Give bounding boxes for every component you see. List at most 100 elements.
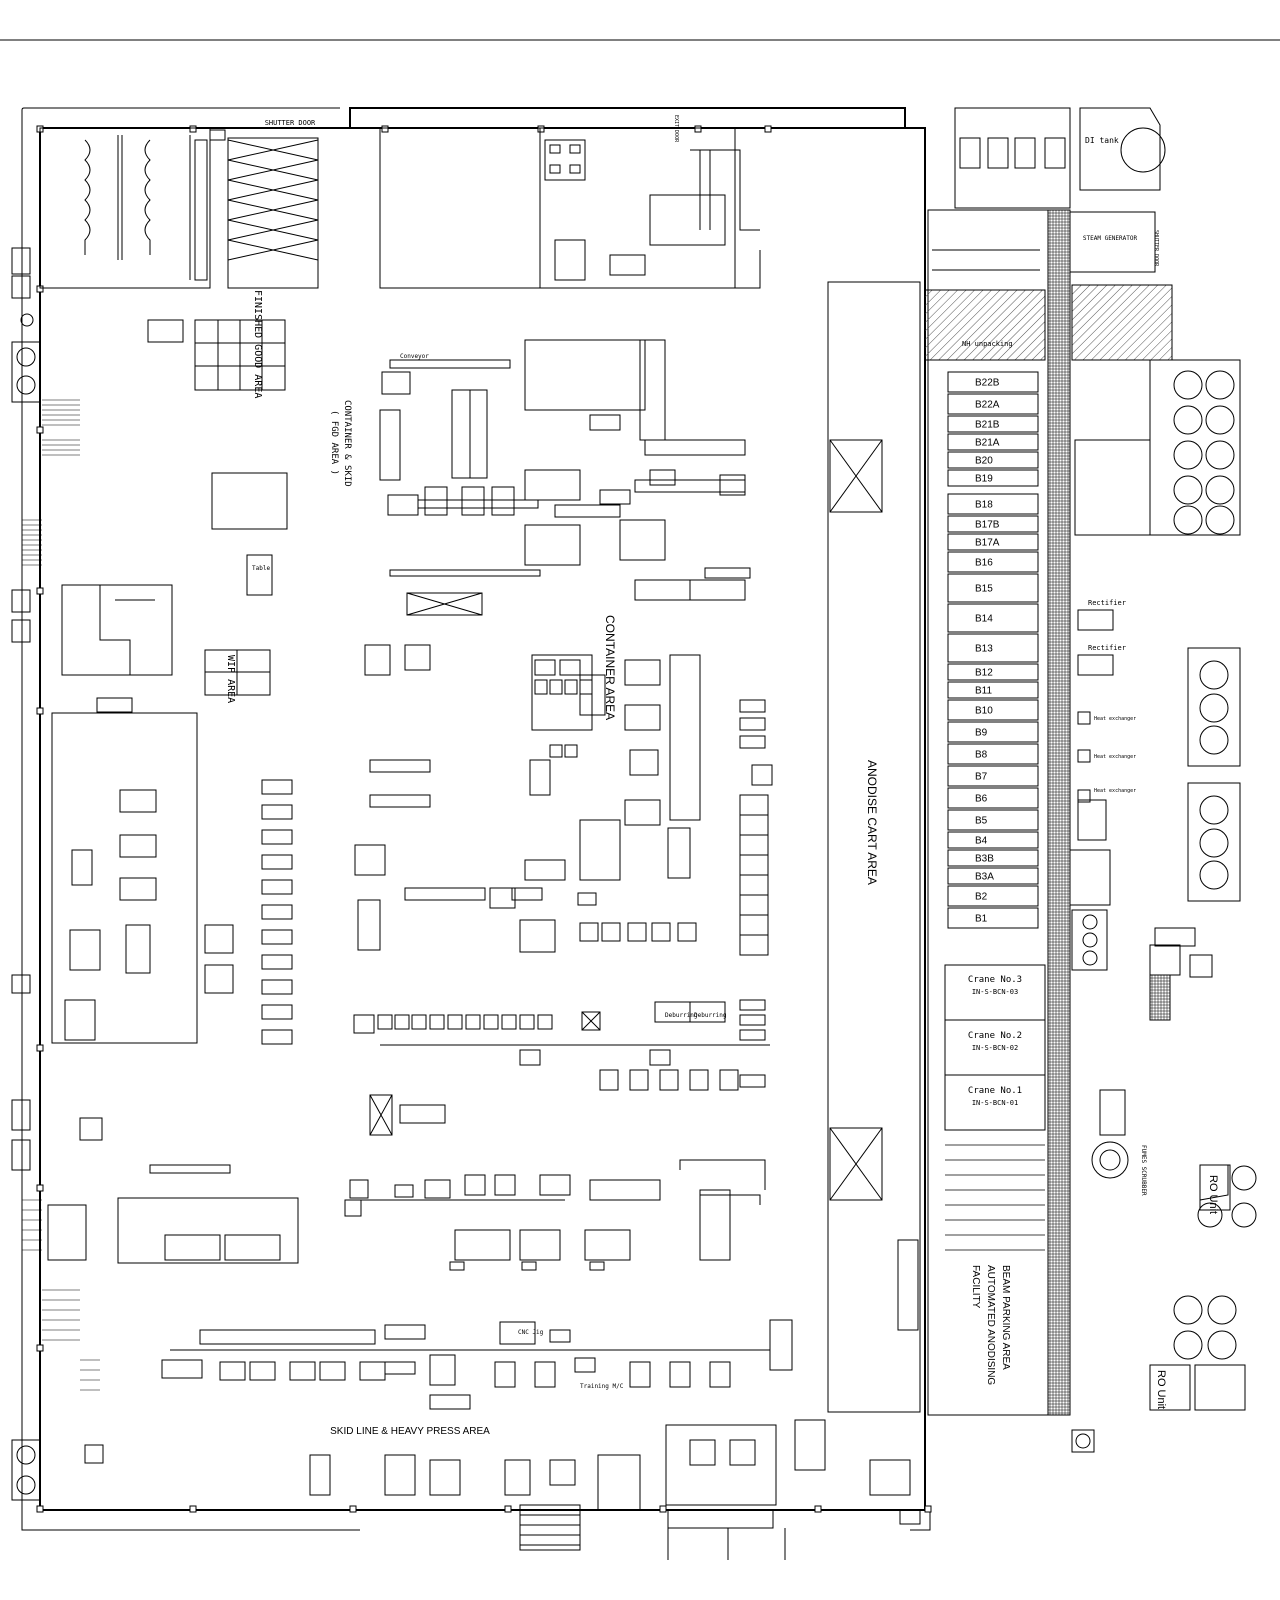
bay-label: B6: [975, 794, 988, 805]
bay-b2: [947, 885, 1039, 907]
bay-b1: [947, 907, 1039, 929]
left-work-areas: [47, 319, 299, 1264]
rectifiers: [1069, 609, 1114, 971]
training-mc-label: Training M/C: [580, 1383, 624, 1390]
shutter-door-top-label: SHUTTER DOOR: [265, 119, 316, 127]
bay-label: B14: [975, 614, 993, 625]
anodise-cart-zone: [827, 281, 921, 1413]
building-outline: [21, 107, 931, 1531]
bay-label: B3B: [975, 854, 994, 865]
top-right-equipment: [954, 107, 1166, 273]
bay-label: B16: [975, 558, 993, 569]
heat-exchanger-3-label: Heat exchanger: [1094, 788, 1136, 794]
bay-b20: [947, 451, 1039, 469]
bay-b7: [947, 765, 1039, 787]
bay-label: B19: [975, 474, 993, 485]
storage-racks: [39, 127, 226, 289]
deburring-2-label: Deburring: [694, 1012, 727, 1019]
bay-label: B4: [975, 836, 988, 847]
finished-good-area-label: FINISHED GOOD AREA: [252, 290, 263, 398]
bay-b17a: [947, 533, 1039, 551]
steam-generator-label: STEAM GENERATOR: [1083, 235, 1138, 242]
bay-label: B11: [975, 686, 992, 697]
bay-b3b: [947, 849, 1039, 867]
beam-parking-label-2: AUTOMATED ANODISING: [985, 1265, 996, 1385]
beam-parking-label-1: BEAM PARKING AREA: [1000, 1265, 1011, 1370]
ro-units: [1091, 1089, 1257, 1411]
anodise-cart-area-label: ANODISE CART AREA: [865, 760, 879, 885]
bay-label: B12: [975, 668, 993, 679]
bay-label: B15: [975, 584, 993, 595]
anodising-line: [924, 209, 1173, 1416]
heat-exchanger-2-label: Heat exchanger: [1094, 754, 1136, 760]
bay-b14: [947, 603, 1039, 633]
skid-line-zone: [84, 1319, 1095, 1560]
ro-unit-2-label: RO Unit: [1155, 1370, 1167, 1409]
bay-b13: [947, 633, 1039, 663]
cnc-jig-label: CNC Jig: [518, 1329, 544, 1336]
office-block: [379, 127, 761, 289]
ro-unit-1-label: RO Unit: [1207, 1175, 1219, 1214]
bay-b11: [947, 681, 1039, 699]
bay-label: B5: [975, 816, 988, 827]
bay-label: B17B: [975, 520, 1000, 531]
crane-no1-code: IN-S-BCN-01: [972, 1099, 1018, 1107]
bay-label: B20: [975, 456, 993, 467]
crane-no2-code: IN-S-BCN-02: [972, 1044, 1018, 1052]
bay-label: B10: [975, 706, 993, 717]
bay-b16: [947, 551, 1039, 573]
rectifier-2-label: Rectifier: [1088, 644, 1126, 652]
container-area-zone: [354, 644, 773, 956]
finished-good-conveyors: [194, 137, 319, 391]
bay-label: B3A: [975, 872, 994, 883]
container-area-label: CONTAINER AREA: [603, 615, 617, 720]
bay-b9: [947, 721, 1039, 743]
cooling-fans: [1149, 647, 1241, 1021]
bay-label: B21A: [975, 438, 1000, 449]
bay-label: B18: [975, 500, 993, 511]
fumes-scrubber-label: FUMES SCRUBBER: [1140, 1145, 1147, 1196]
rectifier-1-label: Rectifier: [1088, 599, 1126, 607]
crane-no2-label: Crane No.2: [968, 1031, 1022, 1041]
bay-b21a: [947, 433, 1039, 451]
bay-b18: [947, 493, 1039, 515]
bay-b15: [947, 573, 1039, 603]
bay-b17b: [947, 515, 1039, 533]
di-tank-label: DI tank: [1085, 136, 1119, 145]
bay-label: B21B: [975, 420, 1000, 431]
bay-label: B1: [975, 914, 988, 925]
exit-door-label: EXIT DOOR: [673, 115, 679, 143]
bay-label: B13: [975, 644, 993, 655]
skid-line-area-label: SKID LINE & HEAVY PRESS AREA: [330, 1426, 490, 1437]
bay-b8: [947, 743, 1039, 765]
bay-label: B7: [975, 772, 988, 783]
conveyor-label: Conveyor: [400, 353, 429, 360]
wip-area-label: WIP AREA: [225, 655, 236, 703]
crane-no3-label: Crane No.3: [968, 975, 1022, 985]
bay-b22b: [947, 371, 1039, 393]
bay-b10: [947, 699, 1039, 721]
nh-unpacking-label: NH unpacking: [962, 340, 1013, 348]
bay-b12: [947, 663, 1039, 681]
crane-parking: [944, 964, 1046, 1251]
bay-b4: [947, 831, 1039, 849]
tank-cluster: [1074, 359, 1241, 536]
bay-label: B2: [975, 892, 988, 903]
bay-label: B22A: [975, 400, 1000, 411]
bay-label: B9: [975, 728, 988, 739]
bay-b22a: [947, 393, 1039, 415]
bay-label: B22B: [975, 378, 1000, 389]
heat-exchanger-1-label: Heat exchanger: [1094, 716, 1136, 722]
crane-no1-label: Crane No.1: [968, 1086, 1022, 1096]
container-skid-zone: [379, 339, 751, 616]
columns: [36, 125, 932, 1513]
bay-b21b: [947, 415, 1039, 433]
anodising-bays: B22BB22AB21BB21AB20B19B18B17BB17AB16B15B…: [947, 371, 1039, 929]
beam-parking-label-3: FACILITY: [970, 1265, 981, 1309]
deburring-1-label: Deburring: [665, 1012, 698, 1019]
cnc-zone: [344, 1159, 766, 1271]
fgd-area-label: ( FGD AREA ): [329, 410, 339, 475]
bay-b3a: [947, 867, 1039, 885]
bay-b6: [947, 787, 1039, 809]
